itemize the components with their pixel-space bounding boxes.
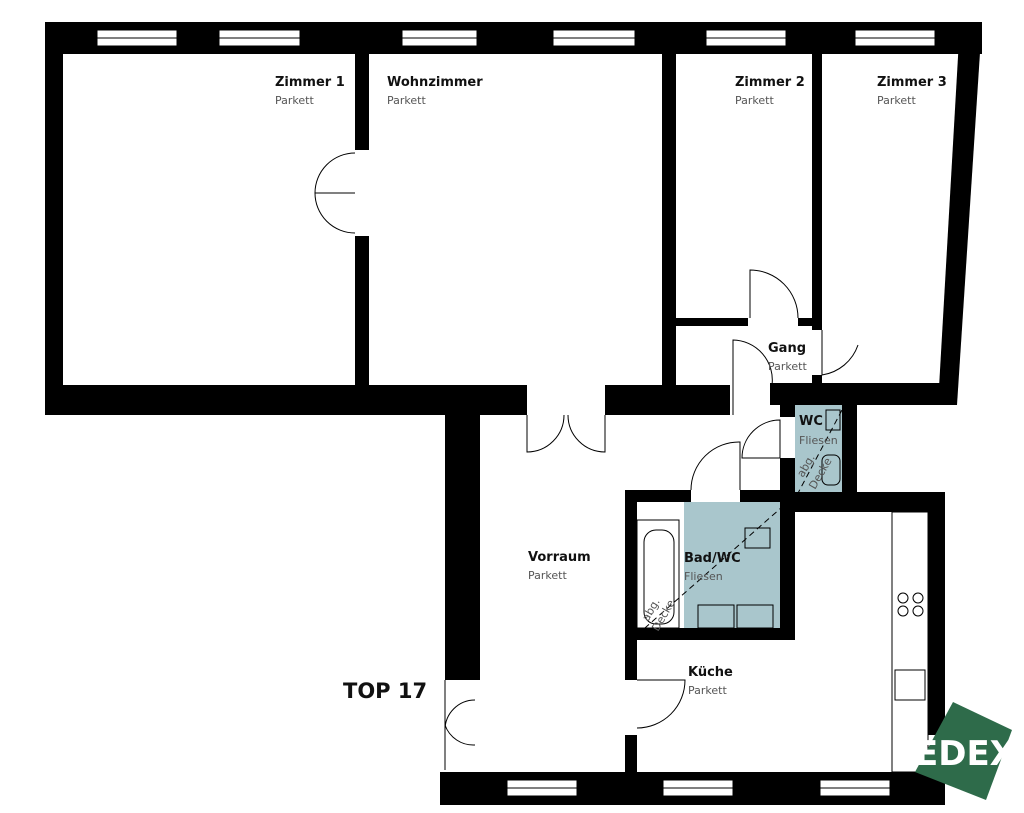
- room-name: Gang: [768, 341, 806, 356]
- room-floor: Parkett: [768, 360, 807, 373]
- room-floor: Parkett: [877, 94, 916, 107]
- room-name: WC: [799, 414, 823, 429]
- room-floor: Parkett: [528, 569, 567, 582]
- room-name: Zimmer 1: [275, 75, 345, 90]
- doors: [314, 152, 929, 773]
- edex-logo: EDEX: [915, 702, 1016, 800]
- bad-tiles: [684, 502, 780, 628]
- room-floor: Parkett: [688, 684, 727, 697]
- room-name: Wohnzimmer: [387, 75, 483, 90]
- room-floor: Fliesen: [684, 570, 723, 583]
- room-name: Küche: [688, 665, 733, 680]
- room-name: Vorraum: [528, 550, 591, 565]
- room-name: Zimmer 3: [877, 75, 947, 90]
- room-floor: Parkett: [387, 94, 426, 107]
- logo-text: EDEX: [915, 734, 1016, 774]
- room-floor: Parkett: [275, 94, 314, 107]
- room-name: Bad/WC: [684, 551, 741, 566]
- room-name: Zimmer 2: [735, 75, 805, 90]
- room-floor: Parkett: [735, 94, 774, 107]
- wc-tiles: [795, 405, 842, 492]
- unit-label: TOP 17: [343, 679, 427, 703]
- room-floor: Fliesen: [799, 434, 838, 447]
- windows: [96, 29, 936, 797]
